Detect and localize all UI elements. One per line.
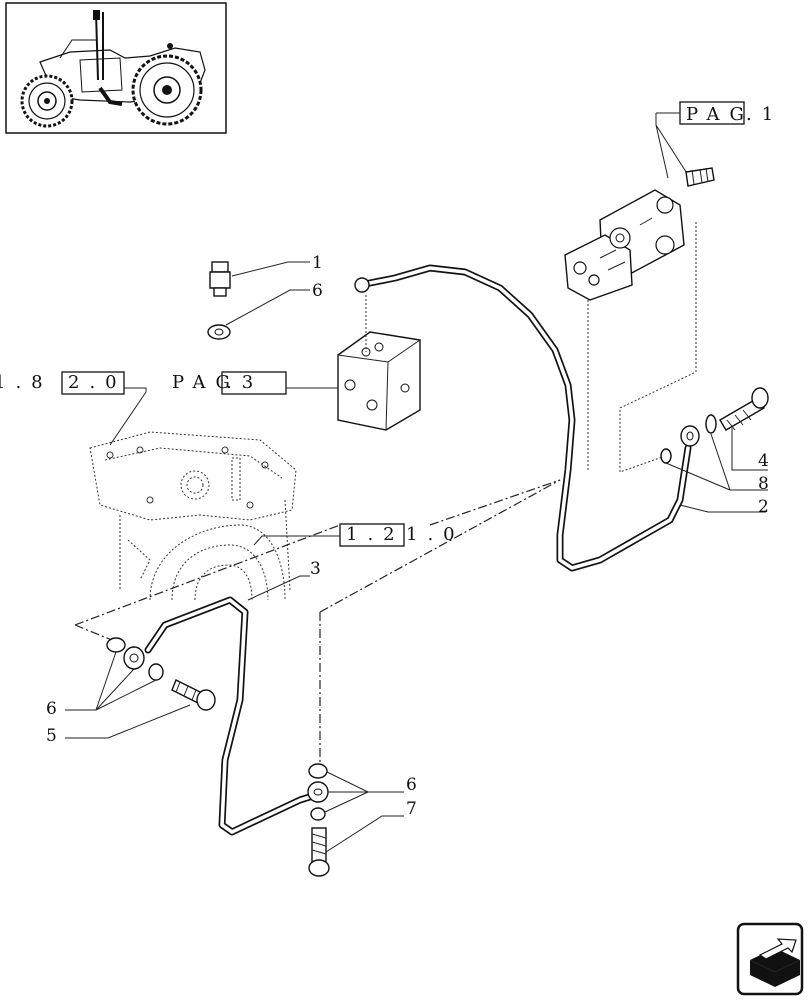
callout-6-bottom: 6: [406, 775, 417, 795]
control-valve-assembly: [564, 167, 715, 473]
assembly-line-1: [74, 479, 561, 626]
washer-left-1: [106, 637, 126, 653]
banjo-right: [680, 425, 700, 447]
washer-right-2: [660, 448, 672, 464]
next-page-arrow-icon[interactable]: [736, 922, 804, 996]
tractor-thumbnail-icon[interactable]: [5, 2, 227, 134]
washer-bottom-1: [308, 763, 328, 779]
callout-4: 4: [758, 451, 769, 471]
distribution-block: [337, 295, 421, 431]
ref-pag-3[interactable]: PAG .3: [172, 371, 338, 395]
banjo-bottom: [307, 781, 329, 803]
ref-pag-3-boxed: .3: [226, 372, 263, 393]
ref-1-82-0[interactable]: 1.8 2.0: [0, 371, 147, 446]
callout-5: 5: [46, 726, 57, 746]
callout-6-top: 6: [312, 281, 323, 301]
callout-1: 1: [312, 253, 323, 273]
callout-8: 8: [758, 474, 769, 494]
pipe-2: [354, 264, 692, 572]
callout-2: 2: [758, 497, 769, 517]
banjo-bolt-left: [171, 679, 216, 711]
ref-82-prefix: 1.8: [0, 372, 53, 393]
pressure-switch: [209, 261, 310, 297]
ref-121-boxed: 1.2: [346, 524, 405, 545]
ref-pag-3-prefix: PAG: [172, 372, 240, 393]
callout-6-left: 6: [46, 699, 57, 719]
washer-top: [207, 289, 310, 340]
ref-pag-1[interactable]: PAG .1: [655, 101, 783, 179]
callout-7: 7: [406, 799, 417, 819]
ref-pag-1-suffix: .1: [746, 104, 783, 125]
washer-left-2: [148, 663, 164, 681]
banjo-bolt-bottom: [308, 827, 330, 877]
ref-82-boxed: 2.0: [68, 372, 127, 393]
callout-3: 3: [310, 559, 321, 579]
washer-right-1: [705, 414, 717, 434]
assembly-line-2: [74, 624, 113, 641]
banjo-left: [123, 646, 145, 670]
banjo-bolt-right: [719, 387, 769, 471]
pipe-3: [144, 575, 320, 836]
ref-121-suffix: 1.0: [406, 524, 465, 545]
washer-bottom-2: [310, 807, 326, 821]
ref-pag-1-boxed: PAG: [686, 104, 754, 125]
assembly-line-4: [319, 479, 561, 613]
transmission-housing: [89, 431, 297, 601]
ref-1-21-0[interactable]: 1.2 1.0: [253, 523, 465, 547]
